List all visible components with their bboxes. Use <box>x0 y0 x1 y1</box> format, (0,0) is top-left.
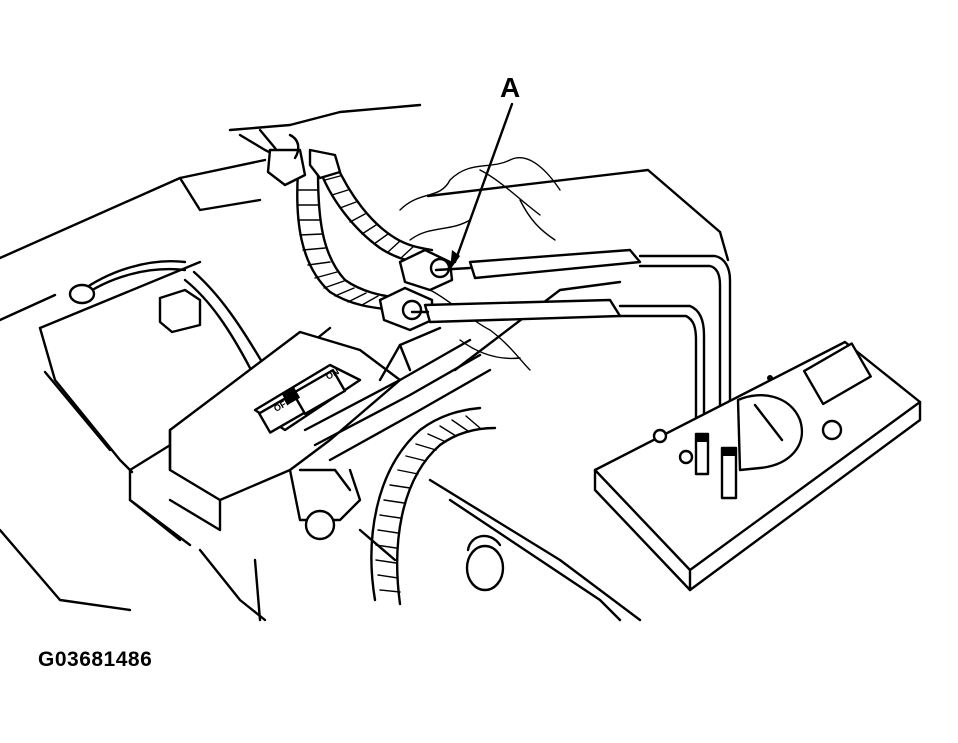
fuse-box <box>168 330 402 541</box>
battery-terminals <box>378 248 454 332</box>
hold-down-bracket <box>303 326 492 462</box>
callout-leader <box>450 102 514 270</box>
multimeter <box>593 340 922 592</box>
ground-cable <box>68 260 264 370</box>
corrugated-harness-upper <box>296 160 434 312</box>
corrugated-harness-lower <box>370 406 497 606</box>
probe-leads <box>618 254 732 457</box>
test-probes <box>410 248 642 324</box>
fender-outline <box>0 103 422 612</box>
bottom-bolt <box>465 534 505 592</box>
figure-id: G03681486 <box>38 648 153 671</box>
cable-ends-top <box>238 128 342 187</box>
callout-label-a: A <box>500 72 521 103</box>
engine-background <box>399 157 561 371</box>
